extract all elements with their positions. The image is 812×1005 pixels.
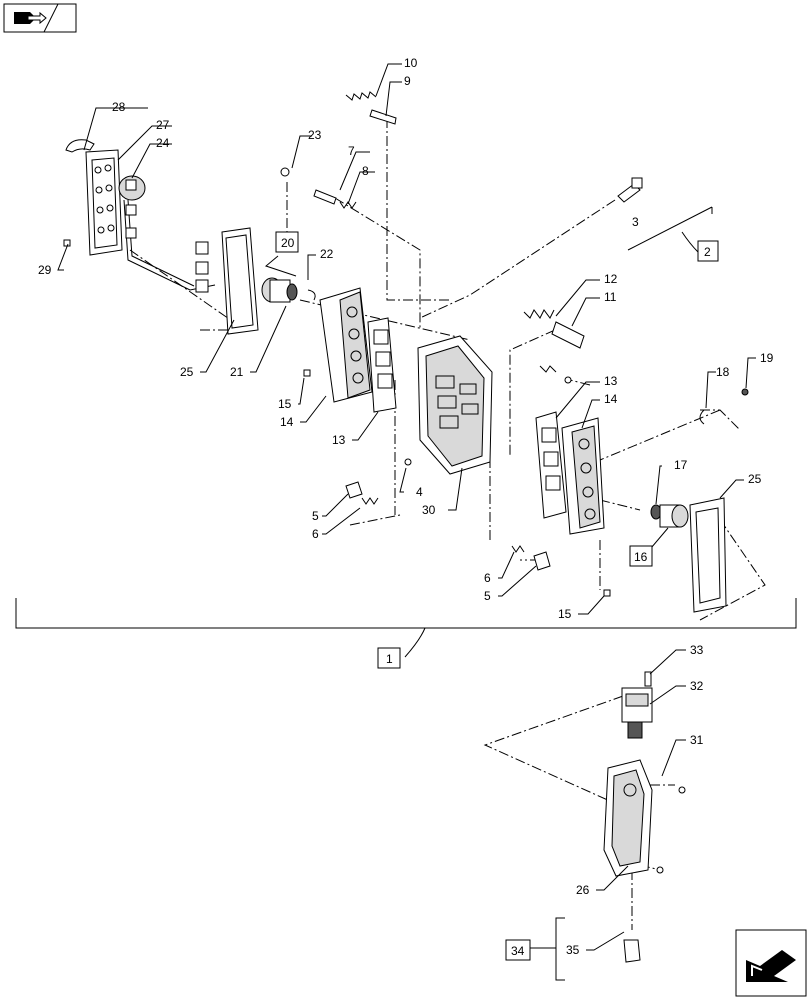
callout-2-label: 2 [704,245,711,259]
leader-lines [57,63,756,951]
callout-14-left: 14 [280,415,294,429]
screw-26-lower [656,866,664,874]
callout-15-left: 15 [278,397,292,411]
spring-12 [523,309,555,319]
main-valve-body-30 [417,335,493,475]
callout-28: 28 [112,100,126,114]
callout-14-right: 14 [604,392,618,406]
callout-13-right: 13 [604,374,618,388]
clip-22 [307,289,316,301]
callout-18: 18 [716,365,730,379]
callout-26: 26 [576,883,590,897]
assembly-bracket-1 [15,598,797,629]
clip-18 [699,409,705,425]
callout-35: 35 [566,943,580,957]
boxed-callout-16: 16 [629,545,653,567]
plug-5-left [345,481,363,499]
callout-25-left: 25 [180,365,194,379]
bolt-3 [617,177,643,203]
boxed-callout-1: 1 [377,647,401,669]
callout-21: 21 [230,365,244,379]
gasket-13-right [535,411,567,519]
callout-13-left: 13 [332,433,346,447]
callout-29: 29 [38,263,52,277]
callout-30: 30 [422,503,436,517]
callout-8: 8 [362,164,369,178]
boxed-callout-2: 2 [697,240,719,262]
callout-15-right: 15 [558,607,572,621]
spring-6-right [511,545,525,553]
gasket-25-right [689,497,727,613]
plug-5-right [533,551,551,571]
spring-6-left [361,497,379,505]
callout-labels: 10 9 28 27 24 23 7 8 3 29 22 25 21 15 14… [38,56,774,957]
callout-19: 19 [760,351,774,365]
solenoid-21 [261,277,298,303]
callout-1-label: 1 [386,652,393,666]
callout-31: 31 [690,733,704,747]
callout-11: 11 [604,290,617,304]
plug-23 [280,167,290,177]
callout-17: 17 [674,458,688,472]
callout-34-label: 34 [511,944,525,958]
screw-15-right [603,589,611,597]
callout-20-label: 20 [281,236,295,250]
callout-27: 27 [156,118,170,132]
boxed-callout-20: 20 [275,231,299,253]
solenoid-17 [650,504,689,528]
callout-16-label: 16 [634,550,648,564]
next-page-arrow-icon[interactable] [735,929,807,997]
gasket-25-left [221,227,259,335]
callout-6-left: 6 [312,527,319,541]
screw-15-left [303,369,311,377]
assembly-bracket-2 [627,206,713,251]
page-back-icon[interactable] [3,3,77,33]
plug-4 [404,458,412,466]
plug-small [564,376,572,384]
screw-29 [63,239,71,247]
screw-33 [644,671,652,687]
callout-7: 7 [348,144,355,158]
screw-31 [678,786,686,794]
callout-9: 9 [404,74,411,88]
gasket-13-left [367,317,397,413]
valve-body-14-right [561,417,605,535]
callout-4: 4 [416,485,423,499]
valve-body-14-left [319,287,373,403]
spring-8 [339,201,357,209]
pin-9 [369,109,397,125]
callout-33: 33 [690,643,704,657]
fitting-35 [623,939,641,963]
plug-19 [741,388,749,396]
solenoid-valve-32 [621,687,653,739]
pin-7 [313,189,337,205]
valve-housing-26 [603,759,653,877]
callout-23: 23 [308,128,322,142]
callout-5-right: 5 [484,589,491,603]
callout-3: 3 [632,215,639,229]
callout-32: 32 [690,679,704,693]
callout-25-right: 25 [748,472,762,486]
callout-5-left: 5 [312,509,319,523]
end-plate-27 [85,149,123,256]
clip-28 [65,139,95,153]
spool-11 [551,321,585,349]
callout-12: 12 [604,272,618,286]
callout-6-right: 6 [484,571,491,585]
callout-10: 10 [404,56,418,70]
wiring-harness-24 [118,175,216,293]
callout-22: 22 [320,247,334,261]
spring-10 [345,91,377,101]
boxed-callout-34: 34 [505,939,531,961]
spring-small [539,365,557,373]
assembly-bracket-34 [555,917,565,981]
callout-24: 24 [156,136,170,150]
